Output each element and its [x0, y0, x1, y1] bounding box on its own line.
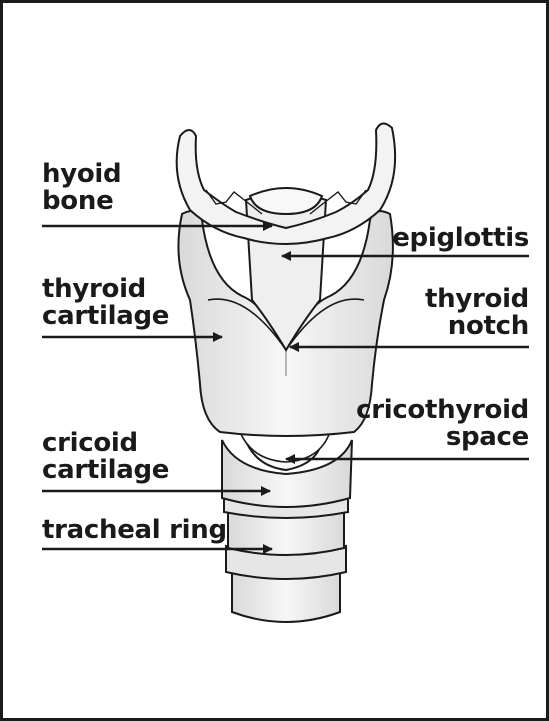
label-cricothyroid-space-line2: space	[356, 424, 529, 451]
label-thyroid-notch: thyroid notch	[425, 286, 529, 340]
label-epiglottis-line1: epiglottis	[392, 225, 529, 252]
label-thyroid-cartilage-line2: cartilage	[42, 303, 169, 330]
label-thyroid-cartilage: thyroid cartilage	[42, 276, 169, 330]
label-hyoid-bone-line1: hyoid	[42, 161, 121, 188]
label-epiglottis: epiglottis	[392, 225, 529, 252]
label-hyoid-bone: hyoid bone	[42, 161, 121, 215]
label-cricoid-cartilage: cricoid cartilage	[42, 430, 169, 484]
label-cricoid-cartilage-line1: cricoid	[42, 430, 169, 457]
label-thyroid-notch-line1: thyroid	[425, 286, 529, 313]
label-tracheal-ring-line1: tracheal ring	[42, 517, 227, 544]
label-thyroid-cartilage-line1: thyroid	[42, 276, 169, 303]
label-thyroid-notch-line2: notch	[425, 313, 529, 340]
label-cricothyroid-space: cricothyroid space	[356, 397, 529, 451]
trachea	[224, 496, 348, 622]
label-hyoid-bone-line2: bone	[42, 188, 121, 215]
label-tracheal-ring: tracheal ring	[42, 517, 227, 544]
label-cricoid-cartilage-line2: cartilage	[42, 457, 169, 484]
label-cricothyroid-space-line1: cricothyroid	[356, 397, 529, 424]
